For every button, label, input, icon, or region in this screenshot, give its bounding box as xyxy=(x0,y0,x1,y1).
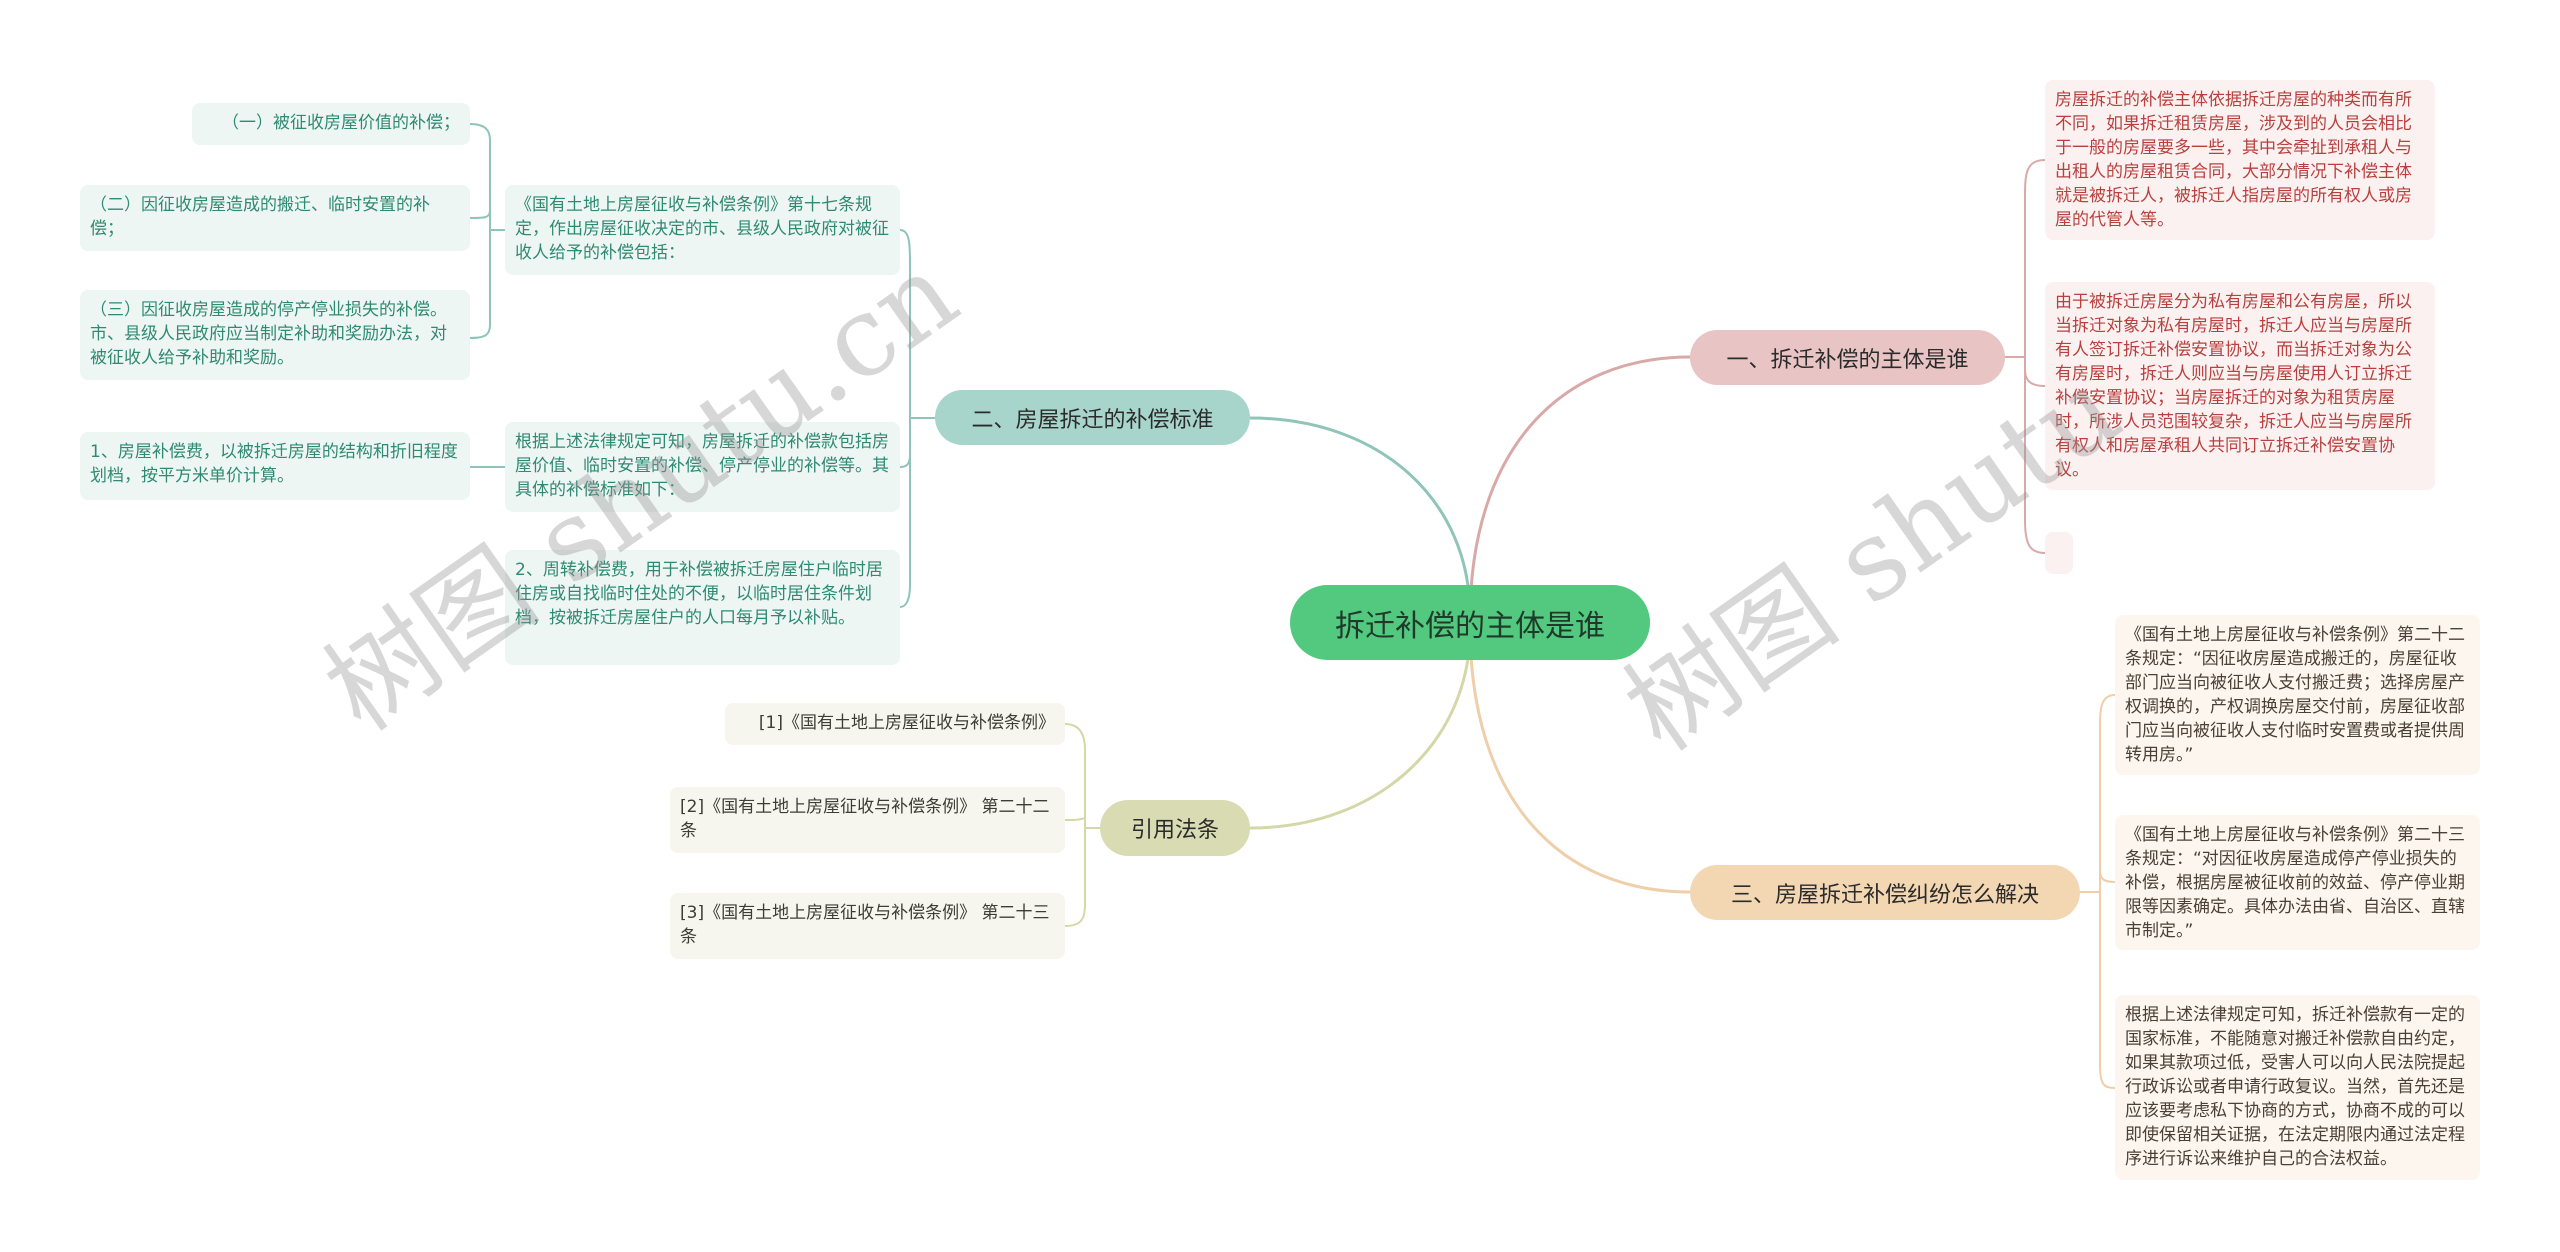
detail-article-22[interactable]: 《国有土地上房屋征收与补偿条例》第二十二条规定：“因征收房屋造成搬迁的，房屋征收… xyxy=(2115,615,2480,775)
detail-compensation-subject-2[interactable]: 由于被拆迁房屋分为私有房屋和公有房屋，所以当拆迁对象为私有房屋时，拆迁人应当与房… xyxy=(2045,282,2435,490)
branch-dispute-resolution[interactable]: 三、房屋拆迁补偿纠纷怎么解决 xyxy=(1690,865,2080,920)
connector-root-b4 xyxy=(1249,629,1472,830)
branch-label: 三、房屋拆迁补偿纠纷怎么解决 xyxy=(1730,882,2039,908)
detail-text: 2、周转补偿费，用于补偿被拆迁房屋住户临时居住房或自找临时住处的不便，以临时居住… xyxy=(515,560,883,628)
detail-compensation-subject-1[interactable]: 房屋拆迁的补偿主体依据拆迁房屋的种类而有所不同，如果拆迁租赁房屋，涉及到的人员会… xyxy=(2045,80,2435,240)
citation-text: [3]《国有土地上房屋征收与补偿条例》 第二十三条 xyxy=(680,903,1050,947)
root-topic[interactable]: 拆迁补偿的主体是谁 xyxy=(1290,585,1650,660)
detail-dispute-advice[interactable]: 根据上述法律规定可知，拆迁补偿款有一定的国家标准，不能随意对搬迁补偿款自由约定，… xyxy=(2115,995,2480,1180)
detail-text: （二）因征收房屋造成的搬迁、临时安置的补偿； xyxy=(90,195,430,239)
detail-text: 房屋拆迁的补偿主体依据拆迁房屋的种类而有所不同，如果拆迁租赁房屋，涉及到的人员会… xyxy=(2055,90,2412,230)
branch-cited-laws[interactable]: 引用法条 xyxy=(1100,800,1250,856)
root-topic-label: 拆迁补偿的主体是谁 xyxy=(1335,608,1605,644)
detail-text: 根据上述法律规定可知，房屋拆迁的补偿款包括房屋价值、临时安置的补偿、停产停业的补… xyxy=(515,432,889,500)
branch-subject-of-compensation[interactable]: 一、拆迁补偿的主体是谁 xyxy=(1690,330,2005,385)
detail-item-2[interactable]: （二）因征收房屋造成的搬迁、临时安置的补偿； xyxy=(80,185,470,251)
citation-3[interactable]: [3]《国有土地上房屋征收与补偿条例》 第二十三条 xyxy=(670,893,1065,959)
citation-text: [1]《国有土地上房屋征收与补偿条例》 xyxy=(758,713,1055,733)
detail-housing-compensation-fee[interactable]: 1、房屋补偿费，以被拆迁房屋的结构和折旧程度划档，按平方米单价计算。 xyxy=(80,432,470,500)
detail-article-23[interactable]: 《国有土地上房屋征收与补偿条例》第二十三条规定：“对因征收房屋造成停产停业损失的… xyxy=(2115,815,2480,950)
branch-label: 引用法条 xyxy=(1130,818,1219,843)
detail-text: 《国有土地上房屋征收与补偿条例》第十七条规定，作出房屋征收决定的市、县级人民政府… xyxy=(515,195,889,263)
detail-empty-node[interactable] xyxy=(2045,532,2073,574)
connector-root-b3 xyxy=(1468,624,1691,894)
detail-text: （一）被征收房屋价值的补偿； xyxy=(222,113,460,133)
detail-turnover-compensation-fee[interactable]: 2、周转补偿费，用于补偿被拆迁房屋住户临时居住房或自找临时住处的不便，以临时居住… xyxy=(505,550,900,665)
citation-1[interactable]: [1]《国有土地上房屋征收与补偿条例》 xyxy=(725,703,1065,745)
detail-text: 1、房屋补偿费，以被拆迁房屋的结构和折旧程度划档，按平方米单价计算。 xyxy=(90,442,458,486)
connector-root-b1 xyxy=(1468,355,1691,621)
connector-root-b2 xyxy=(1249,416,1472,616)
citation-text: [2]《国有土地上房屋征收与补偿条例》 第二十二条 xyxy=(680,797,1050,841)
branch-compensation-standard[interactable]: 二、房屋拆迁的补偿标准 xyxy=(935,390,1250,445)
detail-standard-summary[interactable]: 根据上述法律规定可知，房屋拆迁的补偿款包括房屋价值、临时安置的补偿、停产停业的补… xyxy=(505,422,900,512)
detail-text: 根据上述法律规定可知，拆迁补偿款有一定的国家标准，不能随意对搬迁补偿款自由约定，… xyxy=(2125,1005,2465,1169)
detail-text: 《国有土地上房屋征收与补偿条例》第二十三条规定：“对因征收房屋造成停产停业损失的… xyxy=(2125,825,2465,941)
citation-2[interactable]: [2]《国有土地上房屋征收与补偿条例》 第二十二条 xyxy=(670,787,1065,853)
detail-item-3[interactable]: （三）因征收房屋造成的停产停业损失的补偿。市、县级人民政府应当制定补助和奖励办法… xyxy=(80,290,470,380)
detail-text: 《国有土地上房屋征收与补偿条例》第二十二条规定：“因征收房屋造成搬迁的，房屋征收… xyxy=(2125,625,2465,765)
branch-label: 一、拆迁补偿的主体是谁 xyxy=(1726,347,1969,373)
branch-label: 二、房屋拆迁的补偿标准 xyxy=(971,407,1214,433)
detail-article-17[interactable]: 《国有土地上房屋征收与补偿条例》第十七条规定，作出房屋征收决定的市、县级人民政府… xyxy=(505,185,900,275)
detail-text: 由于被拆迁房屋分为私有房屋和公有房屋，所以当拆迁对象为私有房屋时，拆迁人应当与房… xyxy=(2055,292,2412,480)
detail-text: （三）因征收房屋造成的停产停业损失的补偿。市、县级人民政府应当制定补助和奖励办法… xyxy=(90,300,447,368)
detail-item-1[interactable]: （一）被征收房屋价值的补偿； xyxy=(192,103,470,145)
